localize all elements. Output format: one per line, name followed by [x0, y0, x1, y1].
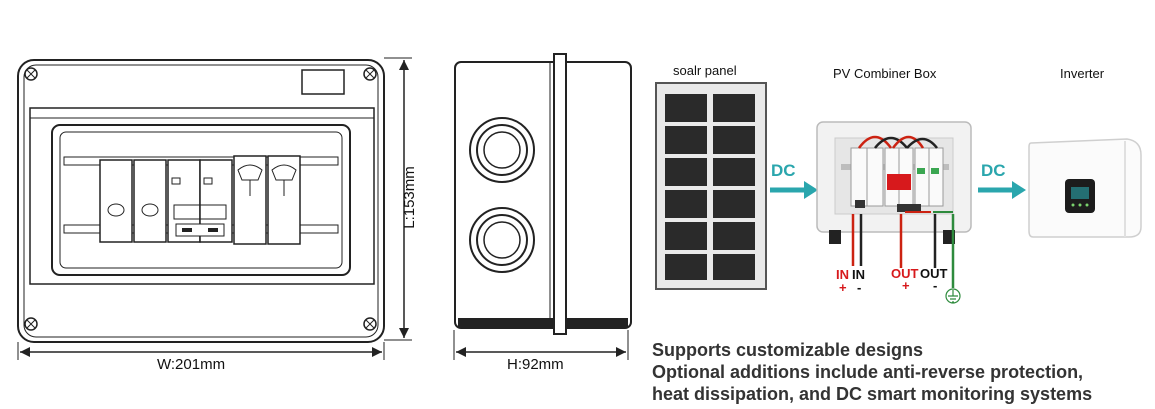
out-plus-sign: +: [902, 278, 910, 293]
description-line-3: heat dissipation, and DC smart monitorin…: [652, 384, 1093, 404]
in-minus-sign: -: [857, 280, 862, 295]
length-label: L:153mm: [400, 166, 418, 229]
dc-label-left: DC: [771, 161, 796, 180]
dc-arrow-right: [978, 181, 1026, 199]
combiner-box-label: PV Combiner Box: [833, 66, 937, 81]
in-negative-label: IN: [852, 267, 865, 282]
screw-icon: [24, 67, 38, 81]
fuse-holder: [133, 159, 167, 243]
dc-label-right: DC: [981, 161, 1006, 180]
out-minus-sign: -: [933, 278, 938, 293]
cable-gland: [469, 117, 535, 183]
height-label: H:92mm: [507, 356, 564, 373]
fuse-holder: [99, 159, 133, 243]
solar-panel-label: soalr panel: [673, 63, 737, 78]
width-label: W:201mm: [157, 356, 226, 373]
screw-icon: [363, 67, 377, 81]
front-view-drawing: [17, 57, 412, 360]
solar-panel: [655, 82, 767, 290]
inverter: [1028, 138, 1142, 238]
description-line-2: Optional additions include anti-reverse …: [652, 362, 1084, 382]
out-positive-label: OUT: [891, 266, 919, 281]
description-line-1: Supports customizable designs: [652, 340, 924, 360]
screw-icon: [24, 317, 38, 331]
side-view-drawing: [453, 53, 632, 360]
surge-protector: [233, 155, 267, 245]
ground-icon: [945, 288, 961, 304]
enclosure-outline: [17, 59, 385, 343]
screw-icon: [363, 317, 377, 331]
label-window: [301, 69, 345, 95]
dc-breaker: [167, 159, 233, 243]
out-negative-label: OUT: [920, 266, 948, 281]
in-plus-sign: +: [839, 280, 847, 295]
cable-gland: [469, 207, 535, 273]
inverter-label: Inverter: [1060, 66, 1105, 81]
surge-protector: [267, 155, 301, 245]
in-positive-label: IN: [836, 267, 849, 282]
dc-arrow-left: [770, 181, 818, 199]
combiner-box: [816, 121, 972, 304]
